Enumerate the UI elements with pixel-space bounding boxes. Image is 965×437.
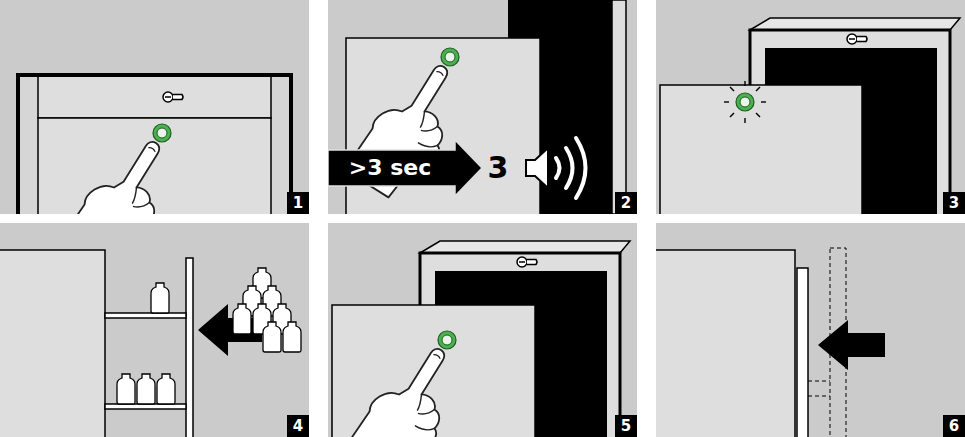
step-number: 2 xyxy=(621,196,631,211)
duration-label: >3 sec xyxy=(349,157,431,179)
step-number: 6 xyxy=(949,419,959,434)
step-number: 3 xyxy=(949,196,959,211)
step-number: 1 xyxy=(293,196,303,211)
step-number: 5 xyxy=(621,419,631,434)
step-number: 4 xyxy=(293,419,303,434)
beep-count: 3 xyxy=(488,153,509,183)
